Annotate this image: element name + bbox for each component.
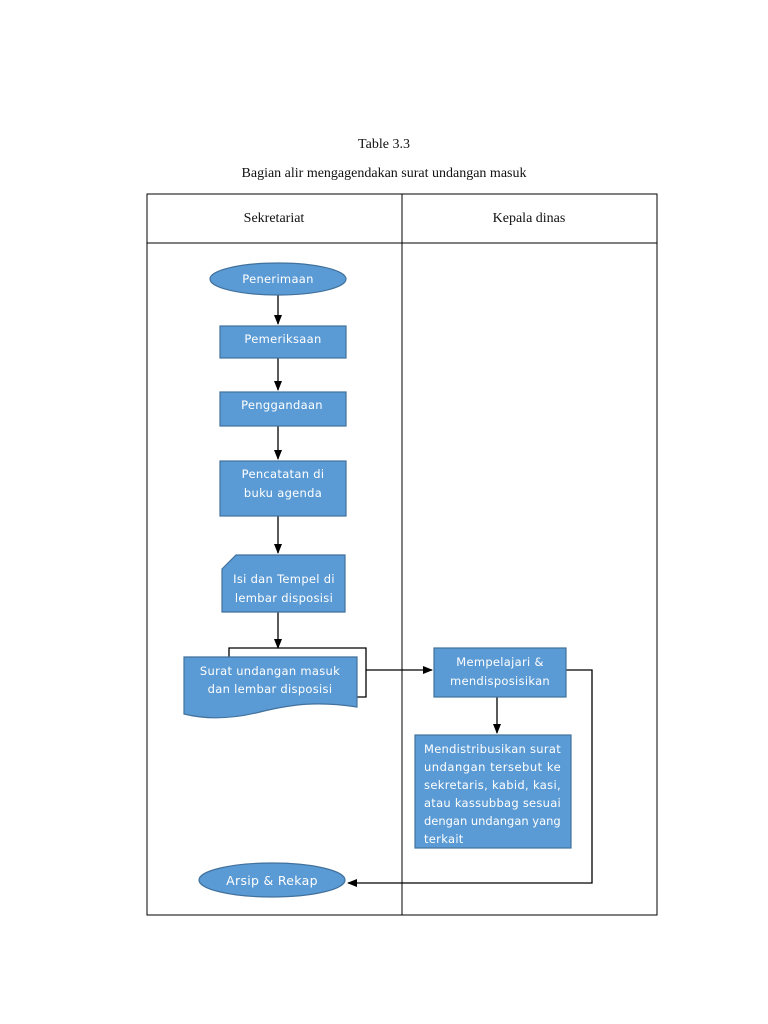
table-label: Table 3.3 [358, 137, 410, 152]
node-label-line-6: terkait [424, 832, 464, 846]
node-label-line-1: Isi dan Tempel di [233, 572, 335, 586]
node-label-line-4: atau kassubbag sesuai [424, 796, 561, 810]
node-label-line-5: dengan undangan yang [424, 814, 561, 828]
terminator-shape [198, 862, 346, 898]
node-penggandaan: Penggandaan [219, 391, 347, 427]
manual-input-shape [221, 554, 346, 613]
node-label-line-3: sekretaris, kabid, kasi, [424, 778, 561, 792]
document-shape [183, 656, 358, 719]
process-shape [219, 460, 347, 517]
node-pemeriksaan: Pemeriksaan [219, 325, 347, 359]
lane-header-kepala-dinas: Kepala dinas [493, 211, 566, 226]
node-label: Penggandaan [241, 398, 323, 412]
node-arsip: Arsip & Rekap [198, 862, 346, 898]
node-label-line-1: Mempelajari & [456, 655, 544, 669]
node-label: Arsip & Rekap [226, 873, 318, 888]
arrow-mempelajari-arsip [347, 669, 593, 887]
diagram-title: Bagian alir mengagendakan surat undangan… [241, 166, 527, 181]
node-label-line-2: lembar disposisi [235, 591, 333, 605]
process-shape [219, 325, 347, 359]
node-label-line-2: buku agenda [244, 486, 322, 500]
node-label-line-2: dan lembar disposisi [208, 682, 333, 696]
terminator-shape [209, 262, 347, 296]
node-isi-tempel: Isi dan Tempel di lembar disposisi [221, 554, 346, 613]
node-surat-undangan: Surat undangan masuk dan lembar disposis… [183, 647, 367, 719]
node-penerimaan: Penerimaan [209, 262, 347, 296]
node-mempelajari: Mempelajari & mendisposisikan [433, 647, 567, 698]
node-label: Pemeriksaan [244, 332, 321, 346]
process-shape [433, 647, 567, 698]
node-label-line-2: mendisposisikan [450, 674, 550, 688]
node-pencatatan: Pencatatan di buku agenda [219, 460, 347, 517]
node-label-line-1: Surat undangan masuk [200, 664, 340, 678]
process-shape [219, 391, 347, 427]
node-label-line-1: Pencatatan di [242, 467, 325, 481]
process-shape [414, 734, 572, 849]
connectors [274, 295, 593, 887]
node-label: Penerimaan [242, 272, 313, 286]
node-mendistribusikan: Mendistribusikan surat undangan tersebut… [414, 734, 572, 849]
node-label-line-2: undangan tersebut ke [424, 760, 561, 774]
swimlane-table [146, 193, 658, 916]
node-label-line-1: Mendistribusikan surat [424, 742, 561, 756]
lane-header-sekretariat: Sekretariat [244, 211, 305, 226]
